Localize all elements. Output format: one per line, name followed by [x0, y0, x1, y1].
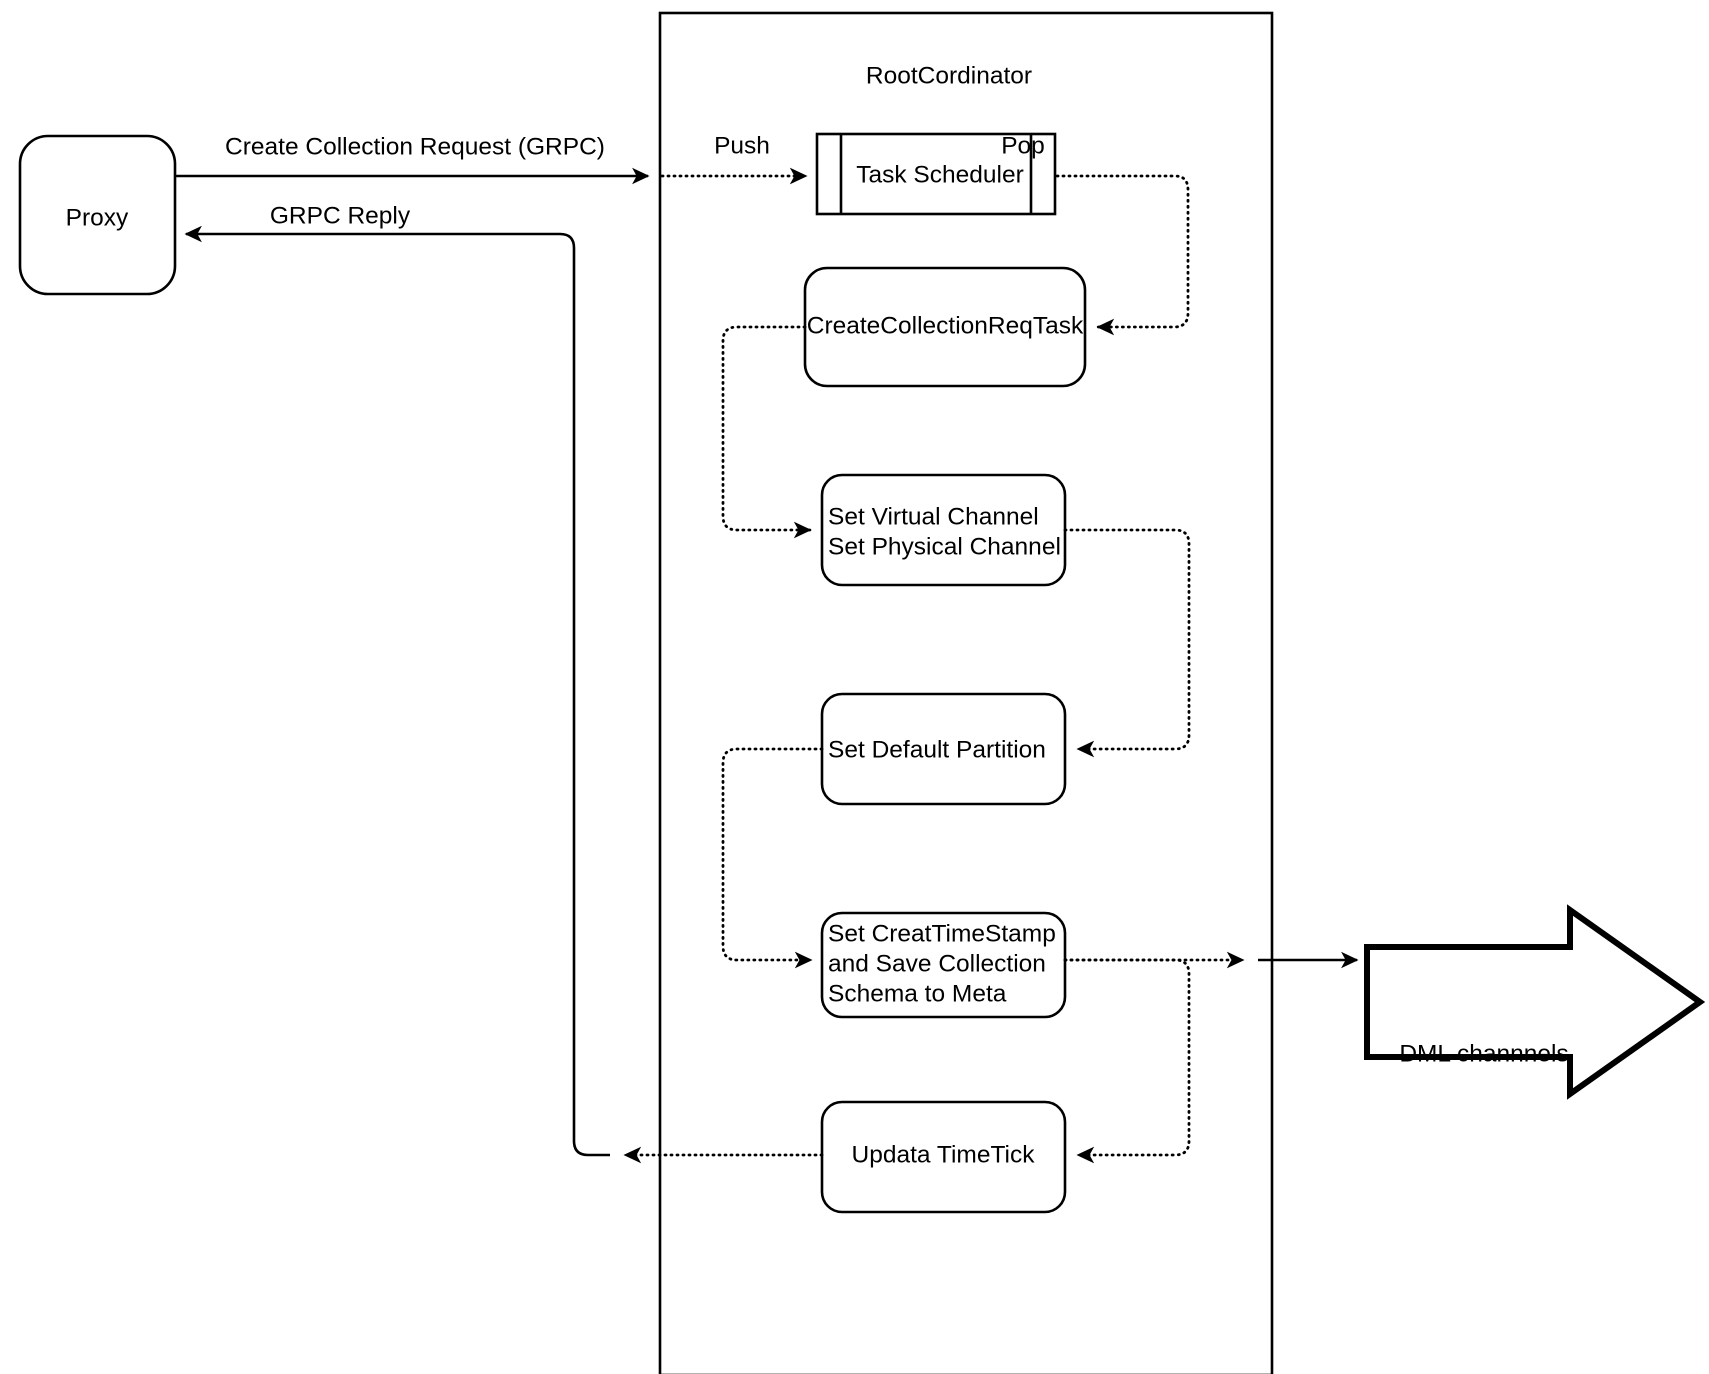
rootcordinator-container: [658, 11, 1274, 1374]
node-set-create-timestamp-label-line2: and Save Collection: [828, 950, 1046, 977]
node-proxy-label: Proxy: [66, 204, 129, 231]
edge-default-partition-to-timestamp: [721, 747, 824, 969]
edge-grpc-reply-label: GRPC Reply: [270, 202, 411, 229]
node-dml-channels-label: DML channnels: [1399, 1040, 1568, 1067]
node-set-create-timestamp[interactable]: [820, 911, 1067, 1019]
node-update-timetick[interactable]: [820, 1100, 1067, 1214]
edge-task-to-set-channel: [721, 325, 812, 539]
node-set-create-timestamp-label-line3: Schema to Meta: [828, 980, 1007, 1007]
edge-set-channel-to-default-partition: [1063, 528, 1191, 758]
node-dml-channels[interactable]: [1364, 904, 1706, 1100]
node-proxy[interactable]: [18, 134, 177, 296]
rootcordinator-title: RootCordinator: [866, 62, 1032, 89]
node-create-collection-req-task-label: CreateCollectionReqTask: [807, 312, 1084, 339]
edge-grpc-reply: [184, 225, 610, 1157]
edge-pop-label: Pop: [1001, 132, 1045, 159]
edge-push-label: Push: [714, 132, 770, 159]
node-set-channel-label-line2: Set Physical Channel: [828, 533, 1061, 560]
edge-create-collection-request-label: Create Collection Request (GRPC): [225, 133, 605, 160]
node-set-default-partition-label: Set Default Partition: [828, 736, 1046, 763]
node-set-create-timestamp-label-line1: Set CreatTimeStamp: [828, 920, 1056, 947]
edge-timestamp-to-timetick: [1063, 958, 1191, 1164]
node-update-timetick-label: Updata TimeTick: [852, 1141, 1036, 1168]
node-set-channel-label-line1: Set Virtual Channel: [828, 503, 1039, 530]
node-task-scheduler[interactable]: [815, 132, 1057, 216]
node-task-scheduler-label: Task Scheduler: [856, 161, 1024, 188]
